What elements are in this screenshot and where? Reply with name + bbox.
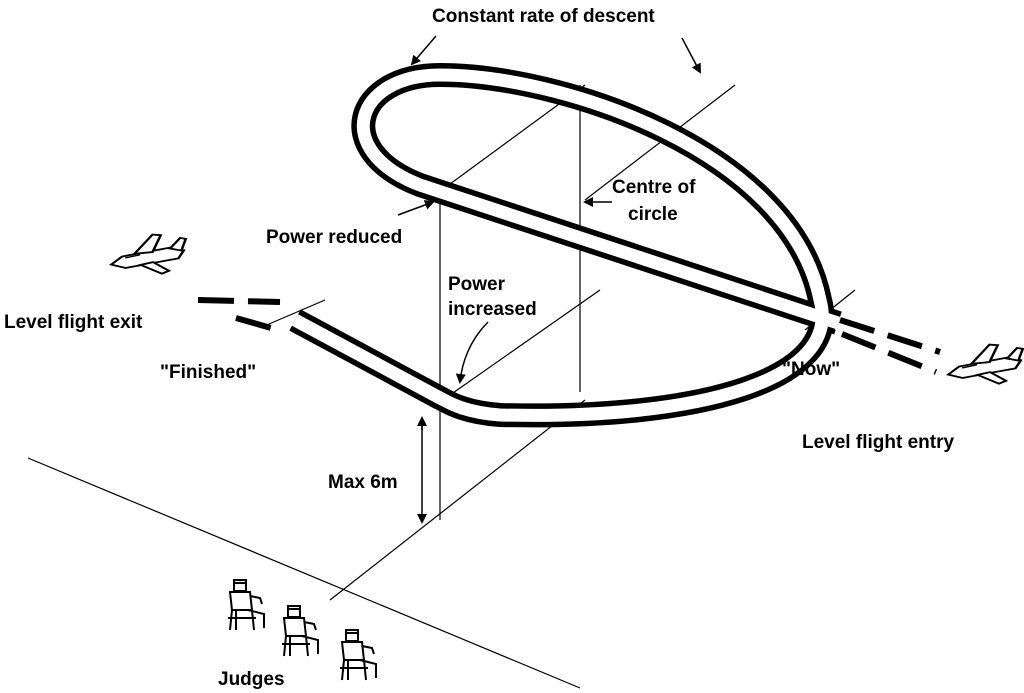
flight-path	[289, 63, 848, 428]
label-power-increased-1: Power	[448, 274, 506, 295]
ground-line	[27, 457, 581, 689]
label-now: "Now"	[782, 359, 840, 380]
judge-icon-3	[339, 629, 377, 681]
level-flight-legs	[197, 297, 941, 375]
judge-icon-2	[281, 605, 319, 657]
judge-icon-1	[227, 579, 265, 631]
label-power-increased-2: increased	[448, 299, 537, 320]
label-centre-of-circle-2: circle	[628, 204, 678, 225]
label-power-reduced: Power reduced	[266, 227, 402, 248]
aircraft-icon-exit	[102, 228, 197, 282]
label-finished: "Finished"	[160, 362, 256, 383]
label-centre-of-circle-1: Centre of	[612, 177, 696, 198]
label-max-height: Max 6m	[328, 472, 398, 493]
label-judges: Judges	[218, 669, 285, 690]
label-constant-rate: Constant rate of descent	[432, 6, 655, 27]
label-level-flight-exit: Level flight exit	[4, 312, 143, 333]
aircraft-icon-entry	[939, 338, 1024, 392]
annotation-arrows	[397, 35, 701, 524]
label-level-flight-entry: Level flight entry	[802, 432, 954, 453]
